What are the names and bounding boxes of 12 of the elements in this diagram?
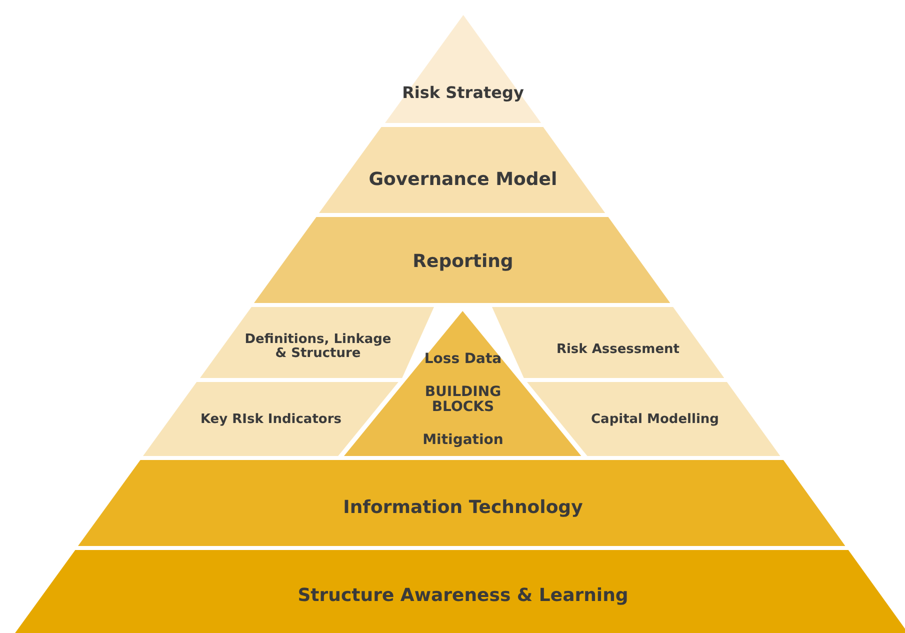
tier-label: Loss Data: [424, 352, 502, 368]
tier-label: Key RIsk Indicators: [200, 412, 342, 428]
tier-label: Governance Model: [368, 170, 558, 190]
tier-label: Structure Awareness & Learning: [298, 586, 628, 606]
tier-label: Definitions, Linkage & Structure: [244, 332, 392, 362]
tier-label: Mitigation: [422, 432, 504, 448]
tier-label: BUILDING BLOCKS: [424, 384, 502, 416]
tier-label: Risk Assessment: [556, 342, 680, 358]
tier-label: Reporting: [412, 252, 514, 272]
tier-label: Capital Modelling: [591, 412, 719, 428]
tier-label: Risk Strategy: [402, 84, 524, 102]
tier-label: Information Technology: [343, 498, 583, 518]
